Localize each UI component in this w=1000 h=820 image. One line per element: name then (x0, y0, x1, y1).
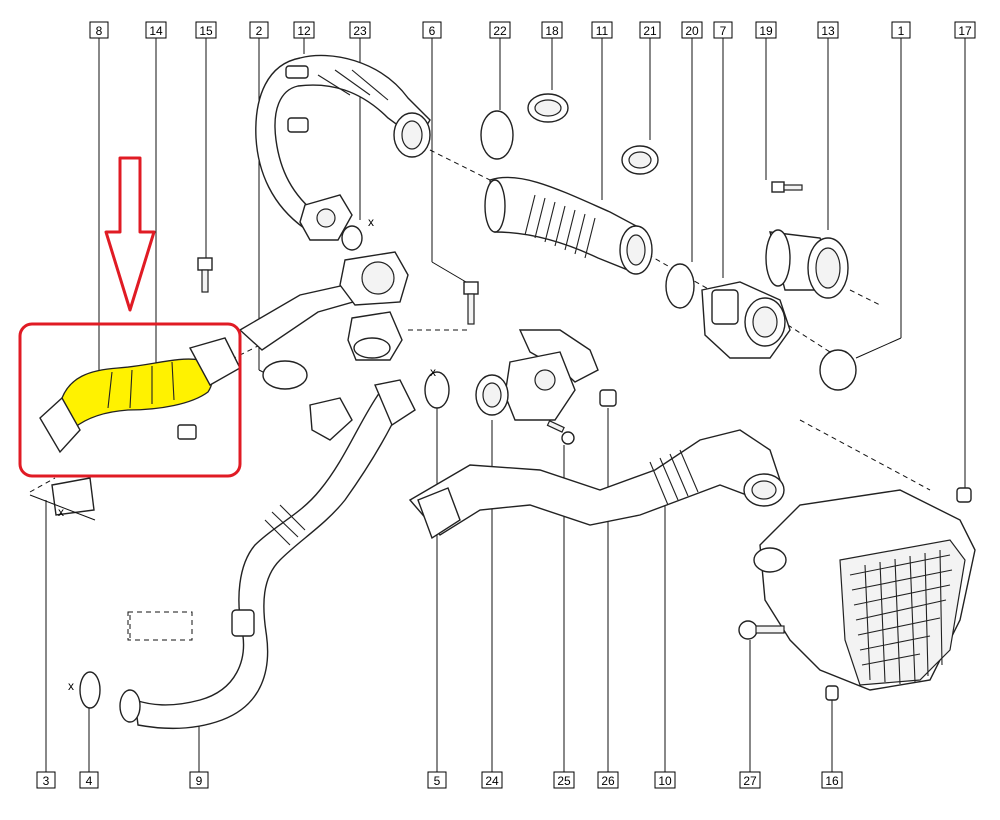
highlight-frame (18, 322, 242, 478)
svg-text:26: 26 (601, 774, 615, 788)
clamp-21 (621, 145, 659, 175)
callout-5: 5 (427, 771, 447, 789)
svg-text:3: 3 (43, 774, 50, 788)
gasket-disc-22 (480, 110, 514, 160)
callout-1: 1 (891, 21, 911, 39)
svg-text:5: 5 (434, 774, 441, 788)
callout-16: 16 (821, 771, 843, 789)
svg-text:14: 14 (149, 24, 163, 38)
callout-8: 8 (89, 21, 109, 39)
x-mark-3: x (58, 505, 64, 519)
callout-23: 23 (349, 21, 371, 39)
o-ring-1 (819, 349, 857, 391)
svg-text:17: 17 (958, 24, 972, 38)
callout-22: 22 (489, 21, 511, 39)
callout-15: 15 (195, 21, 217, 39)
plug-17 (956, 487, 972, 503)
plug-16 (825, 685, 839, 701)
gasket-ring-23 (341, 225, 363, 251)
bolt-15 (197, 257, 213, 293)
callout-11: 11 (591, 21, 613, 39)
intercooler-pipe-2 (238, 284, 362, 390)
svg-text:12: 12 (297, 24, 311, 38)
leader-lines (45, 38, 966, 772)
callout-13: 13 (817, 21, 839, 39)
screw-25 (546, 420, 575, 445)
callout-21: 21 (639, 21, 661, 39)
callout-24: 24 (481, 771, 503, 789)
callout-6: 6 (422, 21, 442, 39)
sleeve-3 (29, 477, 96, 521)
x-mark-4: x (68, 679, 74, 693)
o-ring-4 (79, 671, 101, 709)
intake-pipe-10 (408, 429, 785, 540)
svg-text:1: 1 (898, 24, 905, 38)
svg-text:8: 8 (96, 24, 103, 38)
svg-text:23: 23 (353, 24, 367, 38)
svg-text:2: 2 (256, 24, 263, 38)
reference-box (127, 611, 193, 641)
airflow-meter-7 (701, 281, 791, 359)
svg-text:10: 10 (658, 774, 672, 788)
callout-18: 18 (541, 21, 563, 39)
red-arrow-indicator (104, 156, 156, 312)
callout-3: 3 (36, 771, 56, 789)
callout-17: 17 (954, 21, 976, 39)
callout-19: 19 (755, 21, 777, 39)
callout-27: 27 (739, 771, 761, 789)
svg-text:22: 22 (493, 24, 507, 38)
callout-20: 20 (681, 21, 703, 39)
svg-text:4: 4 (86, 774, 93, 788)
svg-text:27: 27 (743, 774, 757, 788)
highlighted-hose-8 (39, 337, 241, 454)
hose-9 (119, 379, 416, 729)
callout-7: 7 (713, 21, 733, 39)
svg-text:9: 9 (196, 774, 203, 788)
gasket-disc-20 (665, 263, 695, 309)
x-mark-23: x (368, 215, 374, 229)
bolt-6 (463, 281, 479, 325)
svg-text:21: 21 (643, 24, 657, 38)
callout-4: 4 (79, 771, 99, 789)
hose-8-highlight (61, 358, 213, 430)
screw-27 (738, 620, 785, 640)
clamp-18 (527, 93, 569, 123)
svg-text:15: 15 (199, 24, 213, 38)
gasket-5 (424, 371, 450, 409)
svg-text:7: 7 (720, 24, 727, 38)
screw-19 (771, 181, 803, 193)
svg-text:11: 11 (596, 24, 609, 38)
top-callouts: 8 14 15 2 12 23 6 22 18 11 21 20 7 19 13… (89, 21, 976, 39)
callout-14: 14 (145, 21, 167, 39)
svg-text:19: 19 (759, 24, 773, 38)
x-mark-5: x (430, 365, 436, 379)
throttle-body-24 (475, 329, 599, 421)
svg-text:25: 25 (557, 774, 571, 788)
egr-tube-upper (255, 54, 431, 241)
sensor-small (309, 397, 353, 441)
callout-12: 12 (293, 21, 315, 39)
callout-26: 26 (597, 771, 619, 789)
callout-9: 9 (189, 771, 209, 789)
corrugated-hose-11 (484, 176, 653, 275)
svg-text:24: 24 (485, 774, 499, 788)
svg-text:13: 13 (821, 24, 835, 38)
sleeve-13 (765, 229, 849, 299)
callout-25: 25 (553, 771, 575, 789)
egr-valve (339, 251, 409, 361)
nut-26 (599, 389, 617, 407)
svg-text:20: 20 (685, 24, 699, 38)
callout-10: 10 (654, 771, 676, 789)
svg-text:6: 6 (429, 24, 436, 38)
bottom-callouts: 3 4 9 5 24 25 26 10 27 16 (36, 771, 843, 789)
callout-2: 2 (249, 21, 269, 39)
svg-text:18: 18 (545, 24, 559, 38)
svg-text:16: 16 (825, 774, 839, 788)
air-filter-box (753, 489, 976, 691)
